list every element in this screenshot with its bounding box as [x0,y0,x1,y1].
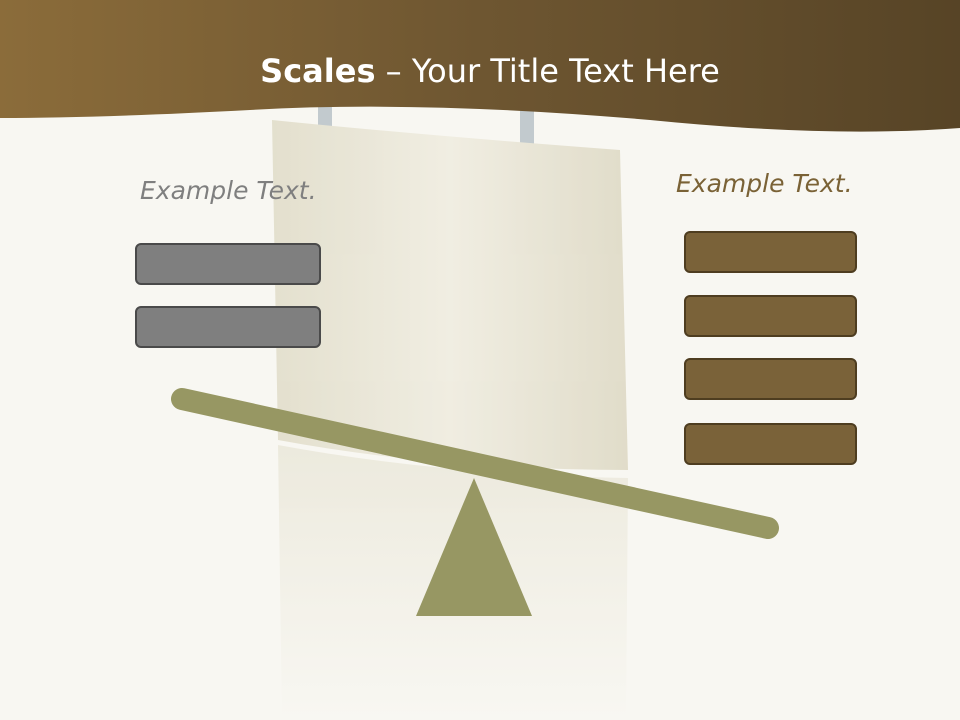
slide-title[interactable]: Scales – Your Title Text Here [0,52,960,90]
scale-fulcrum [416,478,532,616]
left-box-1[interactable] [135,243,321,285]
right-box-3[interactable] [684,358,857,400]
title-rest: – Your Title Text Here [375,52,720,90]
scale-beam [171,388,779,539]
title-banner [0,0,960,132]
left-box-2[interactable] [135,306,321,348]
right-box-4[interactable] [684,423,857,465]
right-box-1[interactable] [684,231,857,273]
right-example-text[interactable]: Example Text. [676,169,853,198]
right-box-2[interactable] [684,295,857,337]
title-bold: Scales [260,52,376,90]
left-example-text[interactable]: Example Text. [140,176,317,205]
